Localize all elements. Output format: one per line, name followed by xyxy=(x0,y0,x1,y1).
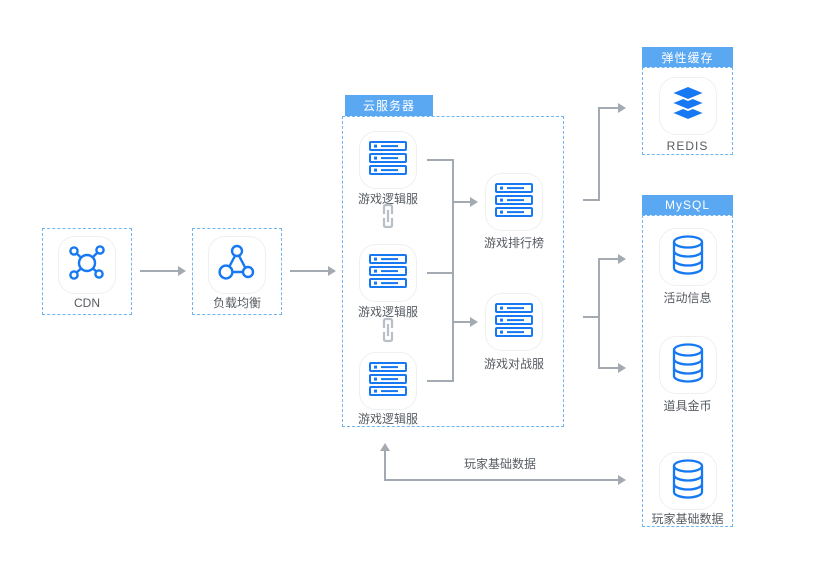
redis-label: REDIS xyxy=(666,139,709,153)
database-icon xyxy=(670,458,706,505)
activity-db-node xyxy=(659,228,717,286)
lb-to-cloud-arrowhead xyxy=(328,266,336,276)
chain-link-icon xyxy=(381,203,395,234)
redis-cache-icon xyxy=(667,84,709,129)
server-stack-icon xyxy=(495,302,533,342)
playerdata-vertical xyxy=(384,451,386,481)
cdn-to-lb-arrowhead xyxy=(178,266,186,276)
server2-bus-line xyxy=(427,272,453,274)
playerdata-up-arrowhead xyxy=(380,443,390,451)
database-icon xyxy=(670,342,706,389)
logic-server-node-2 xyxy=(359,244,417,302)
leaderboard-to-redis-vertical xyxy=(598,107,600,201)
items-db-label: 道具金币 xyxy=(663,399,712,413)
bus-to-leaderboard-arrowhead xyxy=(470,197,478,207)
bus-to-battle-line xyxy=(454,321,470,323)
activity-db-label: 活动信息 xyxy=(663,291,712,305)
logic-server-node-1 xyxy=(359,131,417,189)
server-stack-icon xyxy=(369,361,407,401)
redis-node xyxy=(659,77,717,135)
logic-server-label-3: 游戏逻辑服 xyxy=(357,412,418,426)
battle-to-activity-line xyxy=(600,258,618,260)
cdn-to-lb-line xyxy=(140,270,178,272)
battle-server-label: 游戏对战服 xyxy=(483,357,544,371)
elastic-cache-tag: 弹性缓存 xyxy=(642,47,733,67)
playerdata-flow-label: 玩家基础数据 xyxy=(463,457,536,471)
bus-to-battle-arrowhead xyxy=(470,317,478,327)
leaderboard-label: 游戏排行榜 xyxy=(483,236,544,250)
cdn-network-icon xyxy=(65,243,109,288)
server3-bus-line xyxy=(427,380,453,382)
leaderboard-node xyxy=(485,173,543,231)
logic-server-label-1: 游戏逻辑服 xyxy=(357,192,418,206)
logic-server-node-3 xyxy=(359,352,417,410)
leaderboard-to-redis-line xyxy=(600,107,618,109)
battle-to-items-arrowhead xyxy=(618,363,626,373)
database-icon xyxy=(670,234,706,281)
battle-to-activity-arrowhead xyxy=(618,254,626,264)
items-db-node xyxy=(659,336,717,394)
playerdata-db-label: 玩家基础数据 xyxy=(651,512,724,526)
playerdata-horizontal xyxy=(385,479,618,481)
server-stack-icon xyxy=(369,140,407,180)
cloud-group-tag: 云服务器 xyxy=(345,95,433,116)
lb-group-box xyxy=(192,228,282,315)
mysql-tag: MySQL xyxy=(642,195,733,215)
bus-vertical-line xyxy=(452,159,454,382)
playerdata-right-arrowhead xyxy=(618,475,626,485)
mysql-box xyxy=(642,215,733,527)
lb-to-cloud-line xyxy=(290,270,328,272)
cdn-node xyxy=(58,236,116,294)
load-balancer-icon xyxy=(217,244,257,286)
battle-to-mysql-vertical xyxy=(598,258,600,369)
server-stack-icon xyxy=(495,182,533,222)
playerdata-db-node xyxy=(659,452,717,510)
cdn-group-box xyxy=(42,228,132,315)
load-balancer-node xyxy=(208,236,266,294)
bus-to-leaderboard-line xyxy=(454,201,470,203)
battle-to-items-line xyxy=(600,367,618,369)
lb-label: 负载均衡 xyxy=(212,296,261,310)
cloud-group-box xyxy=(342,116,564,427)
chain-link-icon xyxy=(381,317,395,348)
cdn-label: CDN xyxy=(74,296,100,310)
server1-bus-line xyxy=(427,159,453,161)
server-stack-icon xyxy=(369,253,407,293)
elastic-cache-box xyxy=(642,67,733,155)
battle-server-node xyxy=(485,293,543,351)
logic-server-label-2: 游戏逻辑服 xyxy=(357,305,418,319)
leaderboard-to-redis-arrowhead xyxy=(618,103,626,113)
leaderboard-to-redis-stub xyxy=(583,199,600,201)
battle-to-mysql-stub xyxy=(583,316,600,318)
